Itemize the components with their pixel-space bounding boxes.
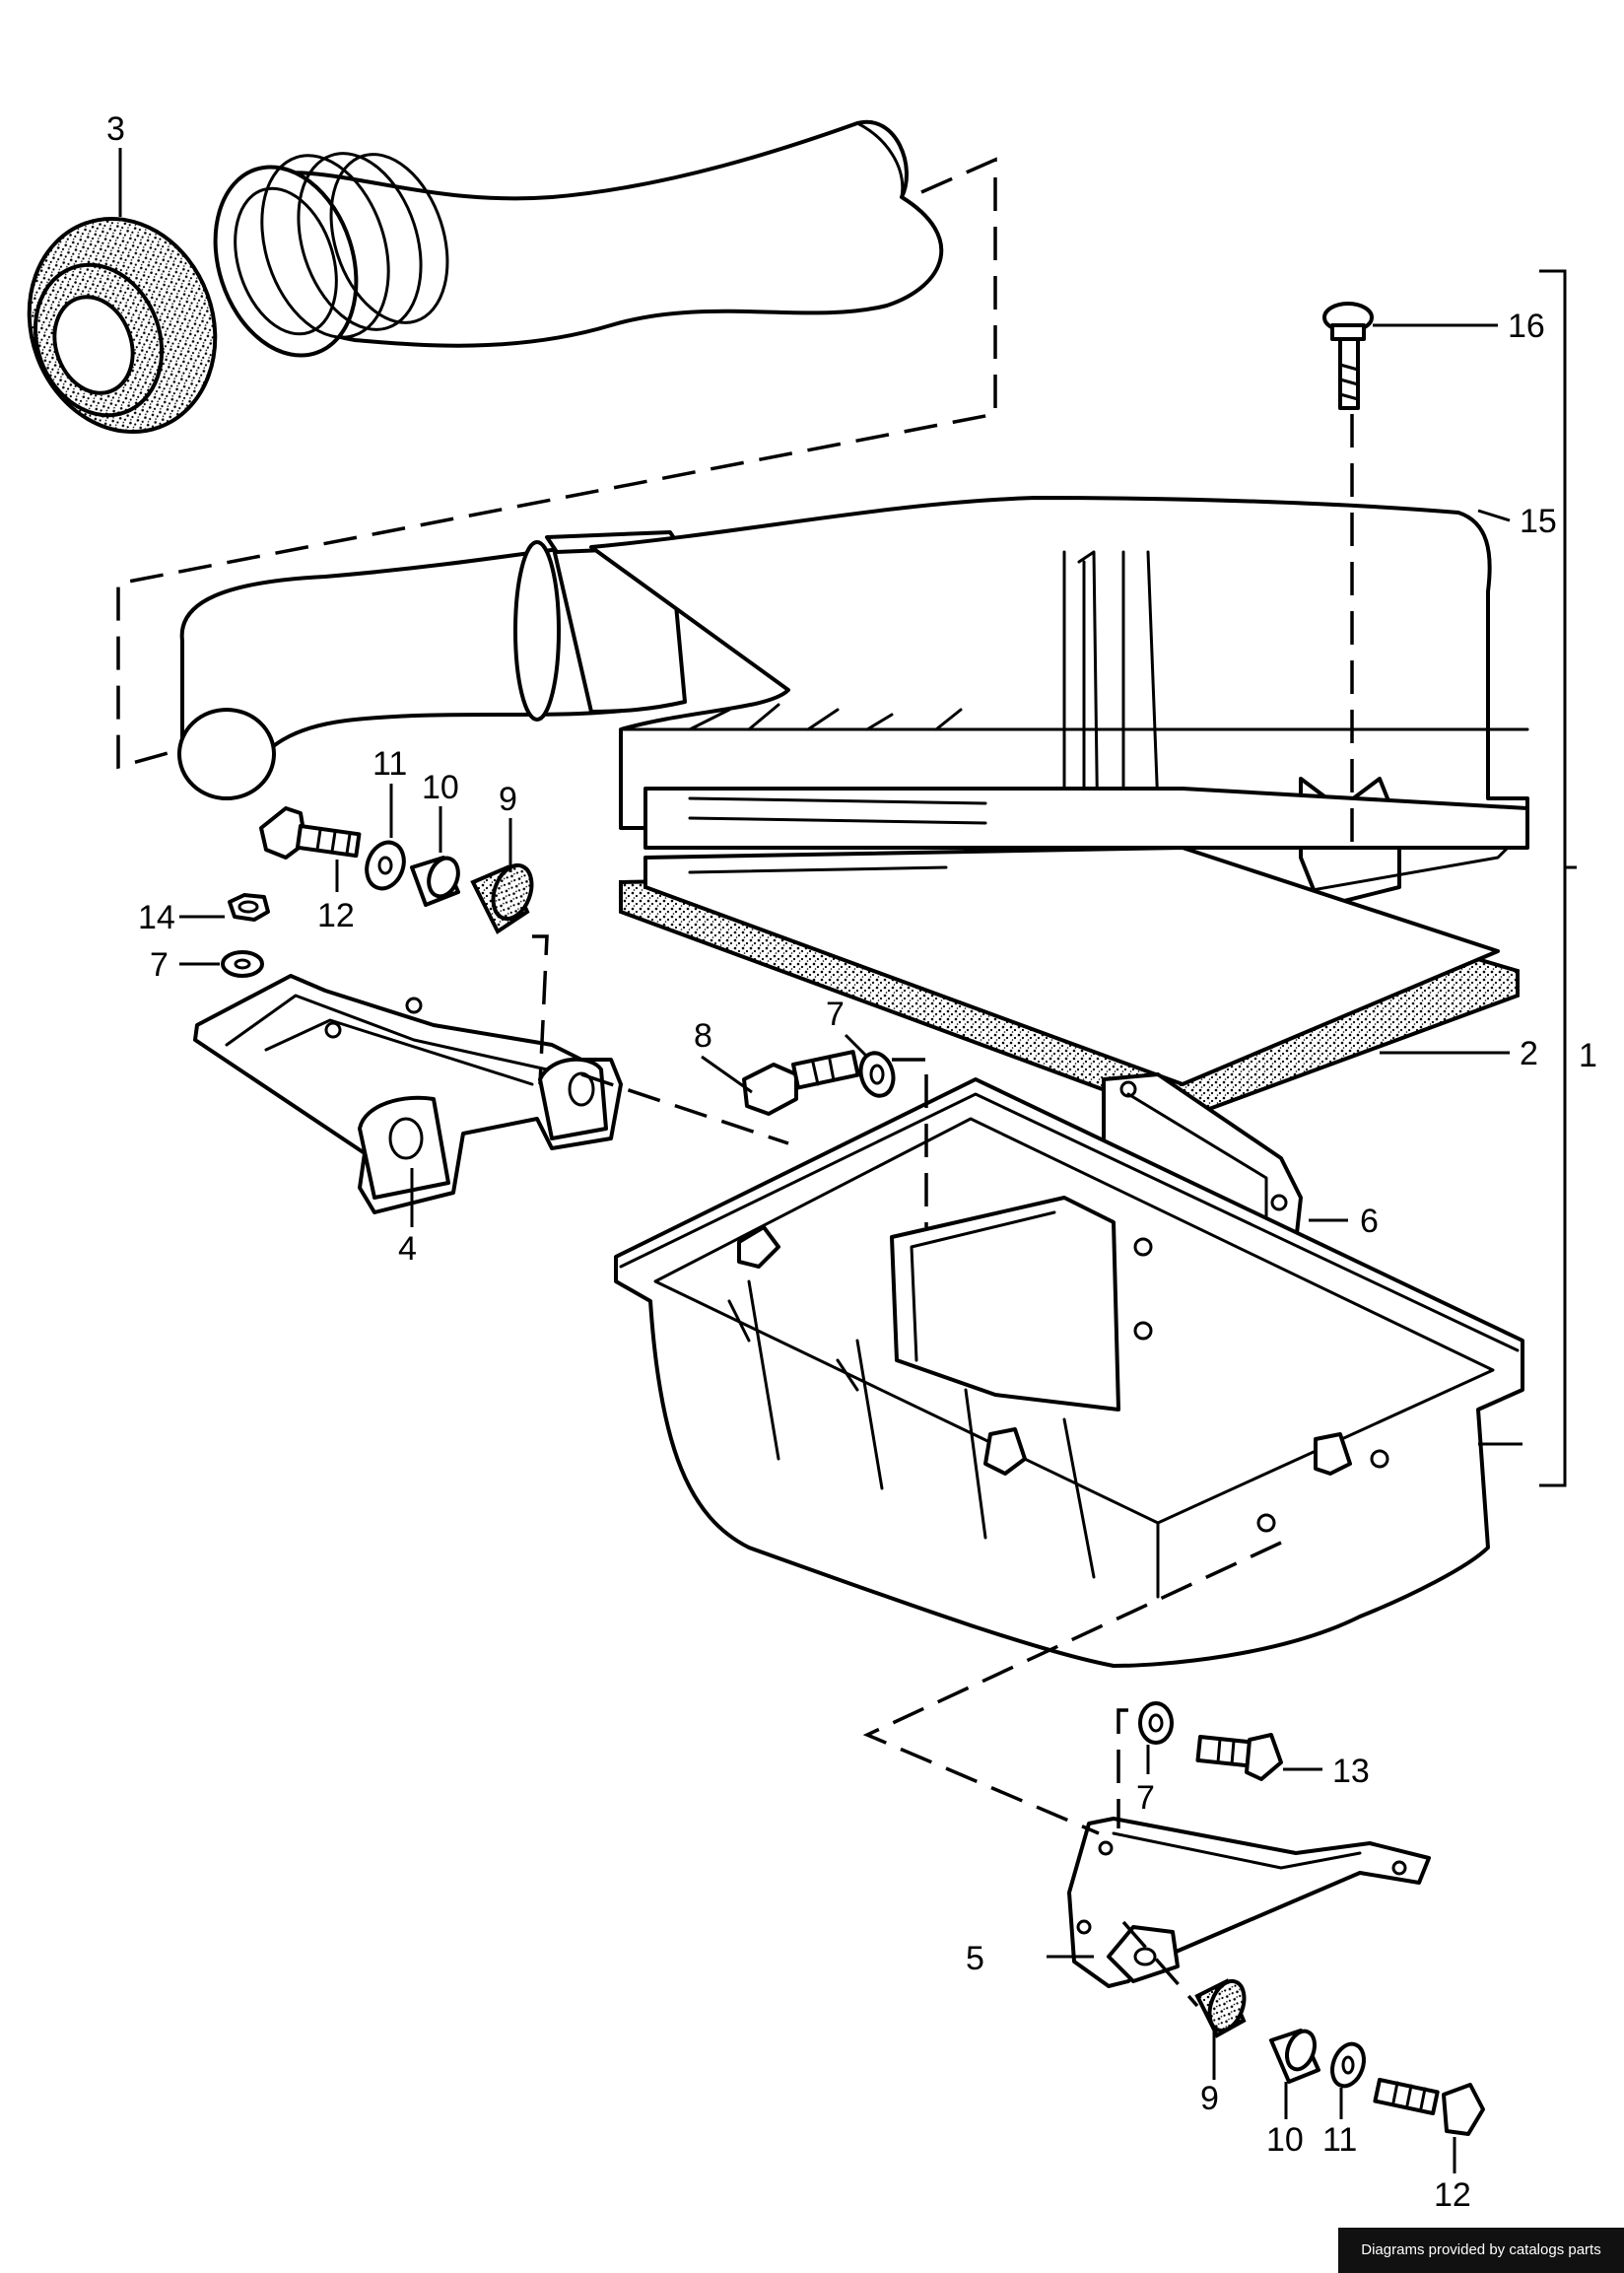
callout-6: 6 — [1360, 1203, 1379, 1240]
callout-4: 4 — [398, 1230, 417, 1268]
grommet-part-3 — [27, 216, 218, 435]
leader-lines — [118, 148, 1522, 2173]
filter-element-part-2 — [619, 787, 1529, 1122]
bolt-part-8 — [742, 1050, 860, 1116]
callout-3: 3 — [106, 110, 125, 148]
bolt-part-12-right — [1373, 2078, 1485, 2136]
callout-11-right: 11 — [1322, 2121, 1357, 2159]
assembly-dashed-lines — [116, 157, 1354, 2008]
callout-9-left: 9 — [499, 781, 517, 818]
bushing-part-9-right — [1194, 1978, 1247, 2038]
sleeve-part-10-left — [410, 856, 460, 907]
bushing-part-9-left — [470, 862, 534, 934]
callout-7-left: 7 — [150, 946, 169, 984]
bracket-part-4 — [193, 974, 623, 1214]
callout-7-middle: 7 — [826, 996, 845, 1033]
sleeve-part-10-right — [1269, 2029, 1320, 2084]
upper-intake-hose — [213, 119, 944, 358]
callout-10-right: 10 — [1266, 2121, 1304, 2159]
washer-part-11-right — [1330, 2041, 1366, 2089]
diagram-credit: Diagrams provided by catalogs parts — [1338, 2228, 1624, 2273]
callout-5: 5 — [966, 1940, 984, 1977]
callout-1: 1 — [1579, 1037, 1597, 1074]
assembly-bracket-1 — [1539, 269, 1577, 1487]
bolt-part-13 — [1195, 1733, 1283, 1781]
callout-12-right: 12 — [1434, 2176, 1471, 2214]
callout-13: 13 — [1332, 1753, 1370, 1790]
bracket-part-5 — [1067, 1817, 1431, 1988]
callout-16: 16 — [1508, 308, 1545, 345]
washer-part-7-middle — [858, 1051, 896, 1098]
screw-part-16 — [1322, 302, 1374, 410]
callout-labels: 1 2 3 4 5 6 7 7 7 8 9 9 10 10 11 11 12 1… — [106, 110, 1597, 2214]
washer-part-11-left — [365, 840, 406, 891]
callout-11-left: 11 — [372, 745, 407, 783]
callout-15: 15 — [1520, 503, 1557, 540]
callout-9-right: 9 — [1200, 2080, 1219, 2117]
callout-7-right: 7 — [1136, 1779, 1155, 1817]
lower-housing-tray — [614, 1077, 1524, 1668]
nut-part-14 — [228, 893, 270, 922]
callout-14: 14 — [138, 899, 175, 936]
callout-8: 8 — [694, 1017, 712, 1055]
bolt-part-12-left — [259, 806, 362, 860]
callout-12-left: 12 — [317, 897, 355, 934]
washer-part-7-right — [1138, 1701, 1174, 1745]
callout-2: 2 — [1520, 1035, 1538, 1072]
callout-10-left: 10 — [422, 769, 459, 806]
washer-part-7-left — [221, 950, 264, 978]
lower-intake-hose — [177, 530, 687, 800]
